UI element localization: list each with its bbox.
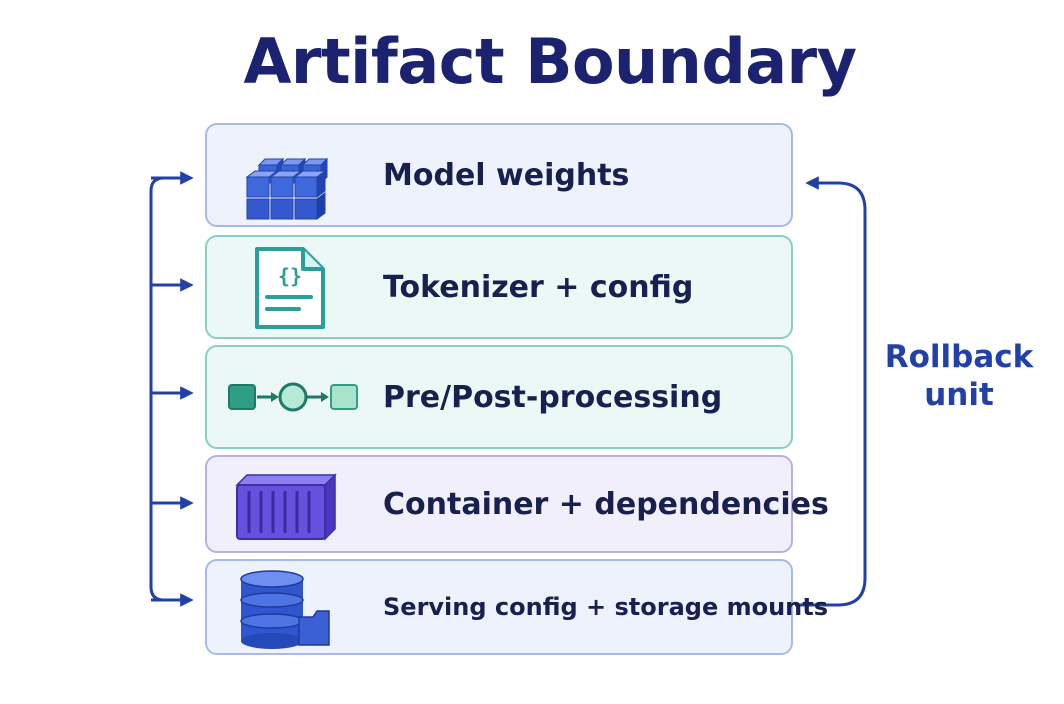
rollback-label-line1: Rollback xyxy=(884,339,1034,375)
layer-label: Tokenizer + config xyxy=(383,269,694,305)
layer-label: Model weights xyxy=(383,157,630,193)
pipeline-icon xyxy=(207,347,365,447)
shipping-container-icon xyxy=(207,457,365,551)
database-storage-icon xyxy=(207,561,365,653)
config-file-icon: {} xyxy=(207,237,365,337)
layer-container-dependencies: Container + dependencies xyxy=(205,455,829,553)
rollback-unit-label: Rollback unit xyxy=(884,338,1034,414)
layer-model-weights: Model weights xyxy=(205,123,793,227)
layer-label: Pre/Post-processing xyxy=(383,379,723,415)
layer-tokenizer-config: {} Tokenizer + config xyxy=(205,235,793,339)
diagram-title: Artifact Boundary xyxy=(243,25,857,98)
left-bracket xyxy=(149,171,194,607)
rollback-loop xyxy=(795,176,867,607)
layer-serving-storage: Serving config + storage mounts xyxy=(205,559,828,655)
layer-pre-post-processing: Pre/Post-processing xyxy=(205,345,793,449)
rollback-label-line2: unit xyxy=(924,377,994,413)
cubes-icon xyxy=(207,125,365,225)
layer-label: Serving config + storage mounts xyxy=(383,593,828,621)
layer-label: Container + dependencies xyxy=(383,486,829,522)
svg-text:{}: {} xyxy=(278,264,302,288)
